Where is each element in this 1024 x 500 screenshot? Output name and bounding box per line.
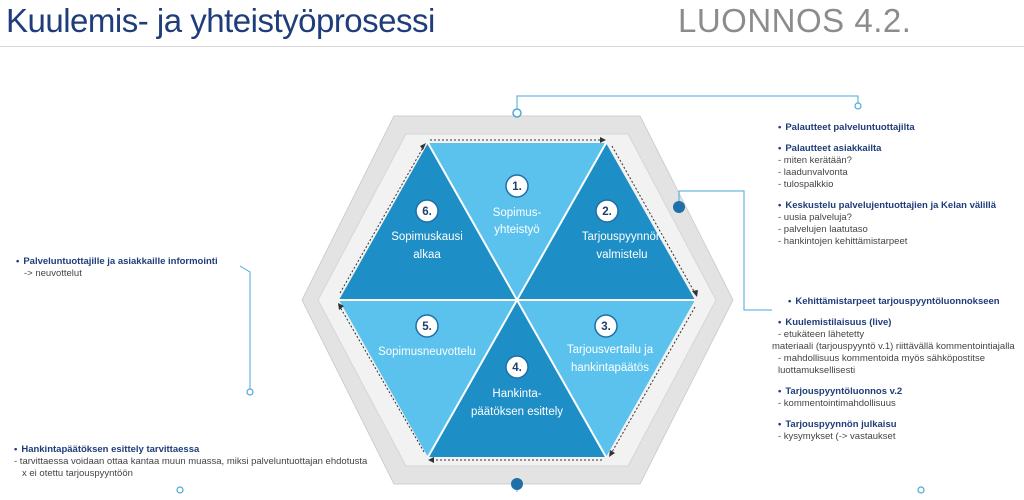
step-2-label-line1: Tarjouspyynnön	[582, 231, 663, 243]
note-item: x ei otettu tarjouspyyntöön	[22, 468, 133, 479]
header-divider	[0, 46, 1024, 47]
note-item: - kommentointimahdollisuus	[778, 398, 896, 409]
step-4-label-line1: Hankinta-	[492, 388, 541, 400]
cycle-arrowheads	[338, 137, 698, 463]
note-item: - palvelujen laatutaso	[778, 224, 868, 235]
segment-dividers	[339, 142, 695, 458]
note-block: Tarjouspyyntöluonnos v.2 - kommentointim…	[778, 386, 1022, 410]
step-4-number: 4.	[512, 362, 522, 374]
note-item: materiaali (tarjouspyyntö v.1) riittäväl…	[772, 341, 1015, 352]
page-title: Kuulemis- ja yhteistyöprosessi	[6, 2, 435, 39]
note-heading: Palautteet palveluntuottajilta	[778, 122, 1018, 134]
step-4-label-line2: päätöksen esittely	[471, 406, 563, 418]
note-heading: Keskustelu palvelujentuottajien ja Kelan…	[778, 200, 1018, 212]
note-block: Kehittämistarpeet tarjouspyyntöluonnokse…	[778, 296, 1022, 308]
note-heading: Kehittämistarpeet tarjouspyyntöluonnokse…	[778, 296, 1022, 308]
step-2-number: 2.	[602, 206, 612, 218]
note-left-mid: Palveluntuottajille ja asiakkaille infor…	[16, 256, 256, 280]
step-3-label-line1: Tarjousvertailu ja	[567, 344, 654, 356]
step-1-number: 1.	[512, 181, 522, 193]
note-heading: Hankintapäätöksen esittely tarvittaessa	[14, 444, 374, 456]
step-1-label-line2: yhteistyö	[494, 224, 539, 236]
note-item: - laadunvalvonta	[778, 167, 848, 178]
note-item: - tarvittaessa voidaan ottaa kantaa muun…	[14, 456, 368, 467]
step-number-circles	[415, 174, 619, 379]
note-heading: Tarjouspyyntöluonnos v.2	[778, 386, 1022, 398]
step-5-label-line1: Sopimusneuvottelu	[378, 346, 476, 358]
step-labels: 1. Sopimus- yhteistyö 2. Tarjouspyynnön …	[378, 181, 662, 418]
notes-right-top: Palautteet palveluntuottajilta Palauttee…	[778, 122, 1018, 257]
note-heading: Palautteet asiakkailta	[778, 143, 1018, 155]
note-item: -> neuvottelut	[24, 268, 82, 279]
draft-version-label: LUONNOS 4.2.	[678, 2, 912, 39]
note-item: - etukäteen lähetetty	[778, 329, 865, 340]
step-3-number: 3.	[601, 321, 611, 333]
step-6-label-line2: alkaa	[413, 249, 441, 261]
step-2-label-line2: valmistelu	[596, 249, 647, 261]
step-1-label-line1: Sopimus-	[493, 207, 542, 219]
step-6-label-line1: Sopimuskausi	[391, 231, 463, 243]
note-item: - miten kerätään?	[778, 155, 852, 166]
note-block: Kuulemistilaisuus (live) - etukäteen läh…	[772, 317, 1022, 377]
note-heading: Tarjouspyynnön julkaisu	[778, 419, 1022, 431]
note-block: Palautteet palveluntuottajilta	[778, 122, 1018, 134]
note-heading: Palveluntuottajille ja asiakkaille infor…	[16, 256, 256, 268]
note-block: Palautteet asiakkailta - miten kerätään?…	[778, 143, 1018, 191]
note-item: - mahdollisuus kommentoida myös sähköpos…	[778, 353, 985, 364]
callout-lines	[239, 95, 859, 492]
segment-3-tarjousvertailu[interactable]	[517, 300, 695, 457]
note-block: Keskustelu palvelujentuottajien ja Kelan…	[778, 200, 1018, 248]
note-item: - kysymykset (-> vastaukset	[778, 431, 896, 442]
note-item: - tulospalkkio	[778, 179, 834, 190]
step-6-number: 6.	[422, 206, 432, 218]
notes-right-bottom: Kehittämistarpeet tarjouspyyntöluonnokse…	[772, 296, 1022, 452]
segment-5-sopimusneuvottelu[interactable]	[339, 300, 517, 457]
note-item: luottamuksellisesti	[778, 365, 856, 376]
note-item: - uusia palveluja?	[778, 212, 852, 223]
step-5-number: 5.	[422, 321, 432, 333]
note-left-bottom: Hankintapäätöksen esittely tarvittaessa …	[14, 444, 374, 480]
segment-1-sopimusyhteistyo[interactable]	[428, 143, 606, 300]
note-item: - hankintojen kehittämistarpeet	[778, 236, 908, 247]
cycle-arrows	[339, 139, 696, 461]
note-heading: Kuulemistilaisuus (live)	[778, 317, 1022, 329]
step-3-label-line2: hankintapäätös	[571, 362, 649, 374]
callout-dots	[176, 102, 925, 494]
note-block: Tarjouspyynnön julkaisu - kysymykset (->…	[778, 419, 1022, 443]
